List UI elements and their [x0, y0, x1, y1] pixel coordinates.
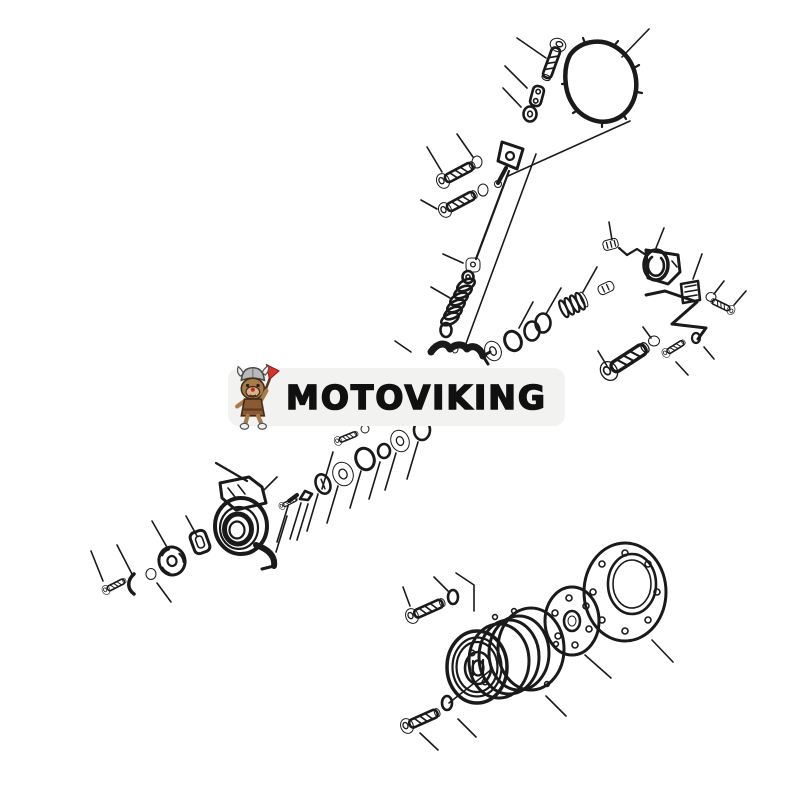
lock-washer [440, 694, 454, 712]
lock-washer [446, 588, 460, 606]
seal-washer [314, 473, 332, 495]
bearing [332, 461, 354, 487]
bolt [396, 703, 444, 737]
plug [597, 280, 615, 296]
square-seal [188, 528, 212, 556]
bearing-spacer-row [276, 418, 432, 543]
sleeve [523, 312, 552, 342]
spring-nut [465, 257, 481, 273]
viking-mascot-icon [235, 363, 280, 430]
nut [471, 155, 483, 169]
nut [145, 568, 157, 580]
link-rod [474, 169, 511, 261]
lever-bracket [494, 140, 525, 188]
slotted-hub [157, 545, 187, 577]
grooved-plug [602, 237, 619, 251]
long-link-line [507, 120, 631, 177]
collar [376, 442, 392, 460]
clamp-strap [127, 572, 136, 596]
upper-spacer-row [484, 221, 615, 362]
bearing [390, 429, 410, 453]
grooved-drum [445, 606, 566, 705]
link-plate [528, 84, 546, 108]
bolt [401, 593, 449, 627]
bearing [484, 340, 502, 362]
outer-flange-ring [582, 541, 668, 643]
spindle-line [448, 668, 493, 704]
z-rod [644, 289, 708, 341]
control-linkage-assembly [394, 28, 650, 366]
watermark-banner: MOTOVIKING [228, 363, 565, 430]
spacer-ring [354, 446, 376, 472]
support-bracket-with-bearing [213, 475, 278, 571]
bolt [595, 335, 655, 386]
grooved-collar [558, 291, 589, 319]
center-support-assembly [90, 441, 309, 603]
bolt [434, 185, 482, 221]
lever-rod [463, 153, 537, 350]
wire-link [617, 246, 648, 257]
bell-crank-lever [394, 340, 492, 366]
brand-text: MOTOVIKING [285, 377, 547, 418]
bolt [99, 574, 129, 597]
clip [298, 489, 314, 502]
cover-gasket [560, 36, 644, 129]
bolt [708, 295, 738, 317]
nut [648, 335, 660, 347]
bolt [432, 156, 480, 192]
final-drive-hub-assembly [396, 541, 674, 751]
red-arrow [140, 441, 216, 485]
bolt [659, 336, 689, 360]
washer [522, 105, 538, 123]
tension-spring [430, 269, 477, 339]
washer [690, 331, 702, 345]
nut [477, 183, 489, 197]
right-bracket-assembly [595, 227, 747, 386]
boss-bracket [642, 248, 682, 286]
wedge [360, 424, 370, 434]
bearing-flange [543, 585, 601, 657]
spacer-ring [503, 329, 523, 353]
bolt [332, 427, 361, 448]
